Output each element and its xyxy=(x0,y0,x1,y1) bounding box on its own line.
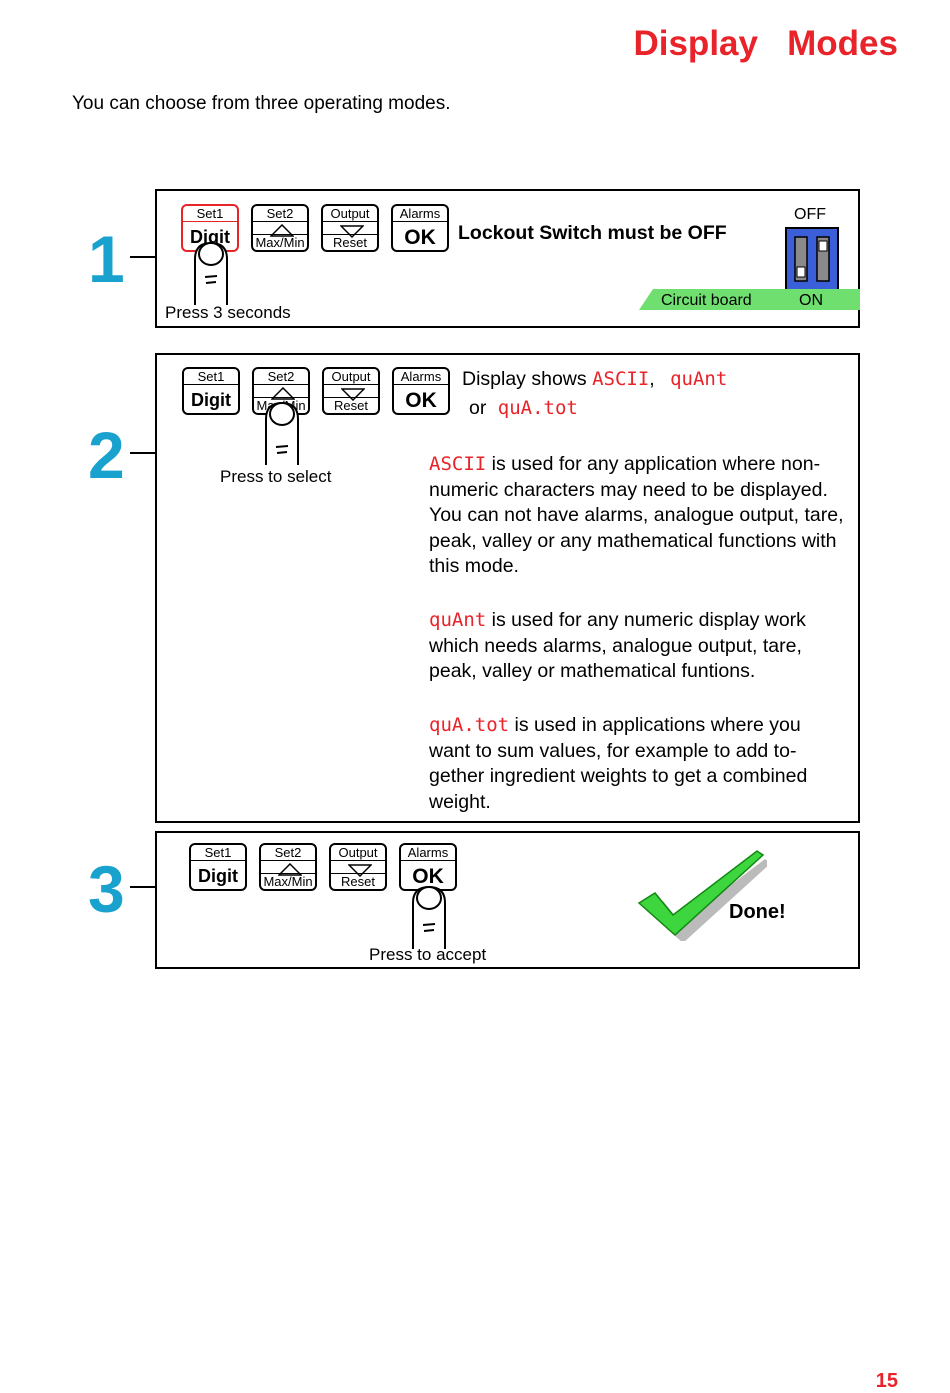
down-arrow-icon xyxy=(348,864,372,877)
output-label: Output xyxy=(324,369,378,385)
output-label: Output xyxy=(323,206,377,222)
press-to-accept-caption: Press to accept xyxy=(369,945,487,964)
step-1-panel: Set1 Digit Set2 Max/Min Output Reset Ala… xyxy=(155,189,860,328)
set2-label: Set2 xyxy=(261,845,315,861)
set1-label: Set1 xyxy=(191,845,245,861)
lockout-switch-icon[interactable] xyxy=(785,227,839,291)
mode-ascii: ASCII xyxy=(429,453,487,475)
step-3-panel: Set1 Digit Set2 Max/Min Output Reset Ala… xyxy=(155,831,860,969)
digit-label: Digit xyxy=(198,866,238,886)
mode-quatot: quA.tot xyxy=(429,714,510,736)
press-to-select-caption: Press to select xyxy=(220,467,332,486)
alarms-label: Alarms xyxy=(393,206,447,222)
mode-quant: quAnt xyxy=(429,609,487,631)
quant-description-text: is used for any numeric display work whi… xyxy=(429,609,806,683)
digit-button[interactable]: Set1 Digit xyxy=(189,843,247,891)
display-shows-line: Display shows ASCII, quAnt xyxy=(462,368,727,391)
checkmark-icon xyxy=(637,850,767,941)
alarms-label: Alarms xyxy=(401,845,455,861)
up-arrow-icon xyxy=(270,224,294,237)
quatot-description-text: is used in applications where you want t… xyxy=(429,714,808,813)
maxmin-button[interactable]: Set2 Max/Min xyxy=(251,204,309,252)
ok-button[interactable]: Alarms OK xyxy=(399,843,457,891)
ok-label: OK xyxy=(412,865,444,888)
reset-label: Reset xyxy=(324,397,378,413)
set1-label: Set1 xyxy=(183,206,237,222)
switch-off-label: OFF xyxy=(794,206,826,223)
press-3-seconds-caption: Press 3 seconds xyxy=(165,303,291,322)
step-2-connector xyxy=(130,452,156,454)
up-arrow-icon xyxy=(278,863,302,876)
down-arrow-icon xyxy=(341,388,365,401)
done-label: Done! xyxy=(729,901,786,923)
maxmin-label: Max/Min xyxy=(253,234,307,250)
page-title: Display Modes xyxy=(633,24,898,63)
reset-button[interactable]: Output Reset xyxy=(322,367,380,415)
mode-ascii: ASCII xyxy=(592,368,650,390)
maxmin-button[interactable]: Set2 Max/Min xyxy=(259,843,317,891)
quatot-description: quA.tot is used in applications where yo… xyxy=(429,713,844,815)
ok-label: OK xyxy=(405,389,437,412)
set1-label: Set1 xyxy=(184,369,238,385)
ascii-description: ASCII is used for any application where … xyxy=(429,452,844,580)
ok-label: OK xyxy=(404,226,436,249)
up-arrow-icon xyxy=(271,387,295,400)
reset-label: Reset xyxy=(323,234,377,250)
or-line: or quA.tot xyxy=(469,397,578,420)
switch-on-label: ON xyxy=(799,292,823,309)
lockout-text: Lockout Switch must be OFF xyxy=(458,222,727,244)
down-arrow-icon xyxy=(340,225,364,238)
output-label: Output xyxy=(331,845,385,861)
finger-press-icon xyxy=(412,885,446,949)
ok-button[interactable]: Alarms OK xyxy=(392,367,450,415)
page-number: 15 xyxy=(875,1370,898,1392)
set2-label: Set2 xyxy=(253,206,307,222)
step-1-number: 1 xyxy=(88,222,125,296)
or-label: or xyxy=(469,397,487,419)
reset-button[interactable]: Output Reset xyxy=(329,843,387,891)
ok-button[interactable]: Alarms OK xyxy=(391,204,449,252)
digit-label: Digit xyxy=(191,390,231,410)
reset-label: Reset xyxy=(331,873,385,889)
circuit-board-label: Circuit board xyxy=(661,292,752,309)
reset-button[interactable]: Output Reset xyxy=(321,204,379,252)
comma: , xyxy=(649,368,655,390)
intro-text: You can choose from three operating mode… xyxy=(72,93,451,114)
step-3-number: 3 xyxy=(88,852,125,926)
quant-description: quAnt is used for any numeric display wo… xyxy=(429,608,844,685)
digit-label: Digit xyxy=(190,227,230,247)
step-1-connector xyxy=(130,256,156,258)
set2-label: Set2 xyxy=(254,369,308,385)
step-2-number: 2 xyxy=(88,418,125,492)
display-shows-label: Display shows xyxy=(462,368,587,390)
circuit-board-bar xyxy=(639,289,860,310)
mode-quant: quAnt xyxy=(670,368,728,390)
alarms-label: Alarms xyxy=(394,369,448,385)
maxmin-label: Max/Min xyxy=(261,873,315,889)
finger-press-icon xyxy=(194,241,228,305)
step-3-connector xyxy=(130,886,156,888)
mode-quatot: quA.tot xyxy=(497,397,578,419)
finger-press-icon xyxy=(265,401,299,465)
digit-button[interactable]: Set1 Digit xyxy=(182,367,240,415)
step-2-panel: Set1 Digit Set2 Max/Min Output Reset Ala… xyxy=(155,353,860,823)
ascii-description-text: is used for any application where non-nu… xyxy=(429,453,844,578)
